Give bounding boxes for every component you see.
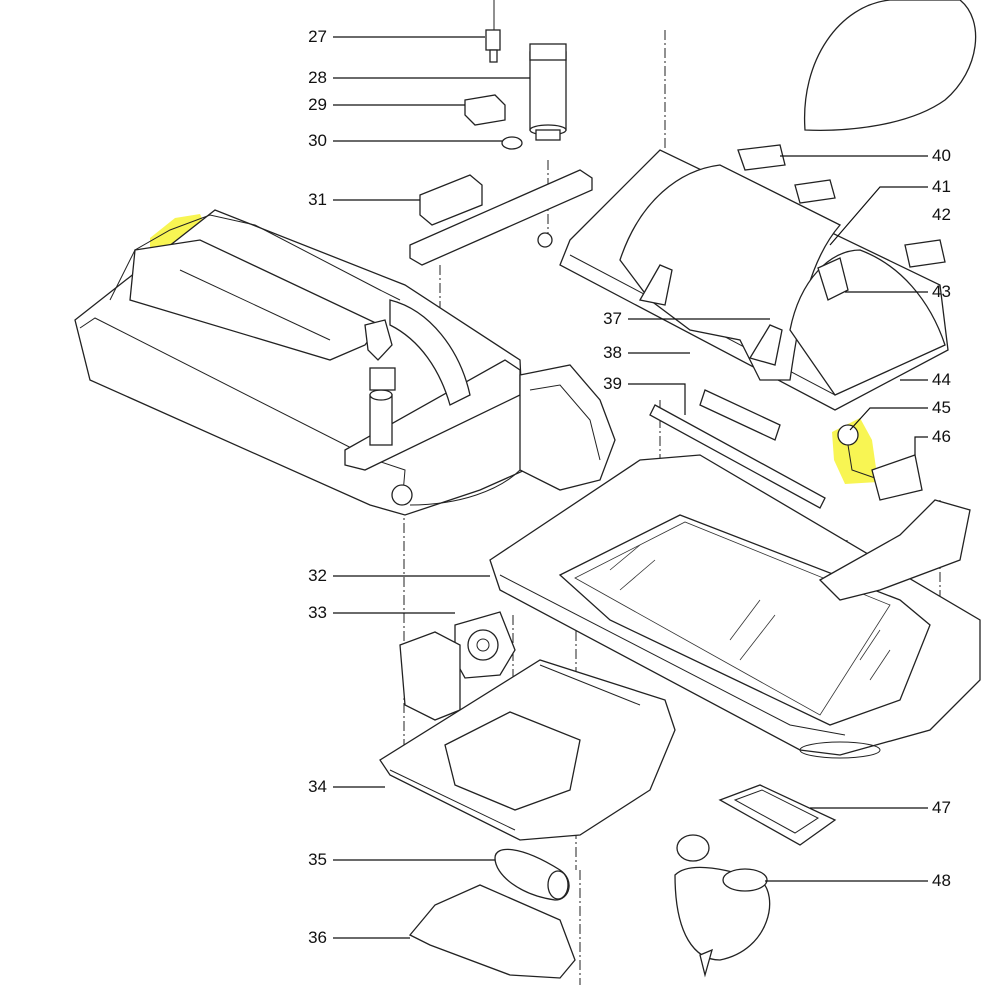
callout-45: 45 — [932, 398, 951, 417]
callout-40: 40 — [932, 146, 951, 165]
left-housing-assembly — [74, 209, 616, 516]
callout-31: 31 — [308, 190, 327, 209]
part-28-capacitor — [529, 43, 567, 141]
right-frame-assembly — [559, 144, 949, 411]
callout-42: 42 — [932, 205, 951, 224]
callout-37: 37 — [603, 309, 622, 328]
callout-29: 29 — [308, 95, 327, 114]
part-27-clip — [485, 0, 501, 63]
part-32-lower-frame — [489, 454, 981, 759]
callout-46: 46 — [932, 427, 951, 446]
part-46-terminal-block — [871, 454, 923, 501]
leader-lines — [333, 36, 928, 939]
callout-38: 38 — [603, 343, 622, 362]
part-29-microswitch — [464, 94, 506, 126]
part-30-washer — [501, 136, 523, 150]
callout-35: 35 — [308, 850, 327, 869]
part-33-pulley — [399, 611, 516, 721]
callout-48: 48 — [932, 871, 951, 890]
part-38-gasket — [699, 389, 781, 441]
callout-36: 36 — [308, 928, 327, 947]
callout-32: 32 — [308, 566, 327, 585]
callout-43: 43 — [932, 282, 951, 301]
callout-30: 30 — [308, 131, 327, 150]
callout-33: 33 — [308, 603, 327, 622]
part-47-filter — [718, 784, 837, 846]
part-39-strip — [649, 404, 826, 509]
part-48-bag — [674, 834, 771, 978]
callout-41: 41 — [932, 177, 951, 196]
dome-cover — [803, 0, 977, 131]
callout-28: 28 — [308, 68, 327, 87]
callout-39: 39 — [603, 374, 622, 393]
part-36-cover — [408, 884, 576, 979]
callout-34: 34 — [308, 777, 327, 796]
part-45-wire — [837, 424, 876, 479]
part-31-terminal-bar — [409, 169, 593, 266]
part-35-motor — [494, 848, 570, 901]
callout-27: 27 — [308, 27, 327, 46]
part-34-lower-tray — [379, 659, 676, 841]
callout-44: 44 — [932, 370, 951, 389]
callout-47: 47 — [932, 798, 951, 817]
